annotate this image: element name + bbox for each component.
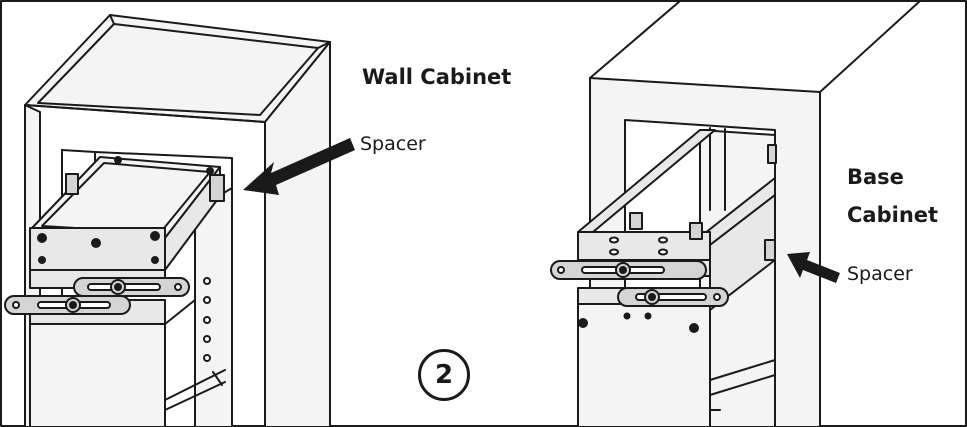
step-number-badge: 2 <box>418 349 470 401</box>
wall-spacer-arrow <box>243 138 355 195</box>
wall-spacer-block <box>209 174 225 202</box>
wall-spacer-label: Spacer <box>360 133 426 155</box>
base-spacer-label: Spacer <box>847 263 913 285</box>
base-spacer-block <box>764 239 776 261</box>
wall-pullout-front <box>29 227 166 271</box>
base-cabinet <box>550 0 921 427</box>
base-spacer-arrow <box>787 252 840 283</box>
wall-cabinet-label: Wall Cabinet <box>362 65 512 89</box>
wall-cabinet <box>4 14 331 427</box>
shelf-pin-holes <box>203 277 211 362</box>
base-pullout-front <box>577 231 711 261</box>
base-cabinet-label-line2: Cabinet <box>847 203 939 227</box>
base-cabinet-label-line1: Base <box>847 165 904 189</box>
